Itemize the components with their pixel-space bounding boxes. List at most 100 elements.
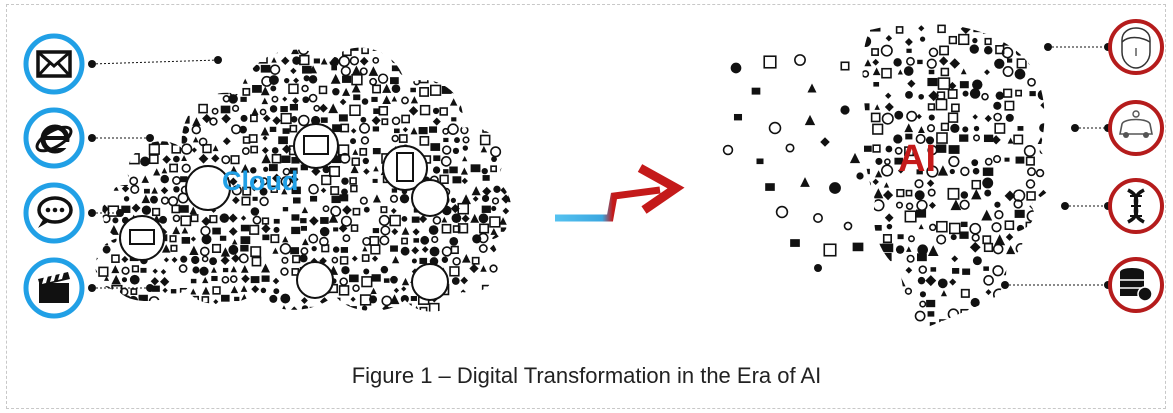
collage-glyph <box>95 113 100 123</box>
collage-glyph <box>412 49 418 54</box>
collage-glyph <box>450 305 459 312</box>
collage-glyph <box>971 159 979 167</box>
collage-glyph <box>991 222 1002 233</box>
collage-glyph <box>332 246 340 253</box>
collage-glyph <box>1059 68 1069 78</box>
collage-glyph <box>871 267 882 278</box>
collage-glyph <box>329 56 340 67</box>
collage-glyph <box>150 195 158 204</box>
collage-glyph <box>360 136 370 145</box>
collage-glyph <box>454 137 460 144</box>
collage-glyph <box>419 257 428 264</box>
collage-glyph <box>391 38 398 45</box>
collage-glyph <box>501 194 511 204</box>
collage-glyph <box>271 319 277 325</box>
collage-glyph <box>180 215 192 227</box>
collage-glyph <box>401 237 408 245</box>
collage-glyph <box>358 122 371 134</box>
collage-glyph <box>1023 145 1036 157</box>
collage-glyph <box>813 213 823 223</box>
chat-bubble-icon <box>23 182 85 244</box>
collage-glyph <box>340 123 350 133</box>
collage-glyph <box>250 246 262 258</box>
collage-glyph <box>151 187 158 194</box>
collage-glyph <box>190 288 197 295</box>
collage-glyph <box>852 242 864 252</box>
collage-glyph <box>882 243 894 253</box>
collage-glyph <box>104 275 110 281</box>
collage-glyph <box>302 65 312 74</box>
collage-glyph <box>240 215 247 221</box>
collage-glyph <box>451 277 460 285</box>
collage-glyph <box>1001 46 1014 59</box>
collage-glyph <box>240 55 246 60</box>
collage-glyph <box>504 148 510 155</box>
collage-glyph <box>251 256 262 267</box>
collage-glyph <box>391 116 401 126</box>
collage-glyph <box>230 285 239 294</box>
collage-glyph <box>131 315 141 323</box>
collage-glyph <box>972 79 983 90</box>
collage-glyph <box>873 243 884 252</box>
collage-glyph <box>202 276 209 284</box>
collage-glyph <box>292 197 301 204</box>
collage-glyph <box>293 77 300 84</box>
collage-glyph <box>160 186 169 195</box>
collage-glyph <box>851 91 859 99</box>
collage-glyph <box>951 255 959 263</box>
collage-glyph <box>502 207 510 215</box>
collage-glyph <box>370 34 378 42</box>
collage-glyph <box>211 243 222 253</box>
collage-glyph <box>391 65 400 72</box>
collage-glyph <box>756 158 764 165</box>
collage-glyph <box>319 257 327 265</box>
collage-glyph <box>95 307 99 312</box>
collage-glyph <box>169 67 178 76</box>
collage-glyph <box>301 305 309 312</box>
collage-glyph <box>291 214 300 221</box>
collage-glyph <box>179 205 189 213</box>
collage-glyph <box>278 136 288 145</box>
cloud-feature-icons <box>119 123 449 301</box>
collage-glyph <box>330 73 341 84</box>
collage-glyph <box>994 122 1006 134</box>
collage-glyph <box>251 107 259 115</box>
collage-glyph <box>480 265 487 272</box>
collage-glyph <box>1016 256 1026 266</box>
collage-glyph <box>971 179 982 190</box>
collage-glyph <box>281 155 291 163</box>
collage-glyph <box>401 215 408 222</box>
collage-glyph <box>982 177 994 189</box>
collage-glyph <box>1049 289 1054 294</box>
collage-glyph <box>926 124 936 133</box>
collage-glyph <box>1006 58 1013 63</box>
collage-glyph <box>290 247 300 255</box>
collage-glyph <box>510 253 512 263</box>
collage-glyph <box>995 91 1004 100</box>
collage-glyph <box>452 257 461 266</box>
collage-glyph <box>950 234 957 241</box>
collage-glyph <box>228 244 239 255</box>
collage-glyph <box>281 256 289 264</box>
collage-glyph <box>482 36 491 45</box>
collage-glyph <box>410 56 418 64</box>
collage-glyph <box>110 83 121 95</box>
collage-glyph <box>863 23 872 30</box>
collage-glyph <box>962 90 969 97</box>
collage-glyph <box>112 304 121 312</box>
collage-glyph <box>1059 47 1069 57</box>
collage-glyph <box>512 215 521 224</box>
collage-glyph <box>1005 113 1014 122</box>
collage-glyph <box>351 83 361 93</box>
collage-glyph <box>873 290 880 295</box>
collage-glyph <box>289 124 298 133</box>
collage-glyph <box>420 35 427 42</box>
collage-glyph <box>341 266 350 275</box>
collage-glyph <box>249 224 260 235</box>
collage-glyph <box>862 36 872 47</box>
collage-glyph <box>262 234 270 241</box>
collage-glyph <box>874 224 882 231</box>
collage-glyph <box>361 254 370 262</box>
collage-glyph <box>449 65 458 74</box>
collage-glyph <box>372 47 378 51</box>
